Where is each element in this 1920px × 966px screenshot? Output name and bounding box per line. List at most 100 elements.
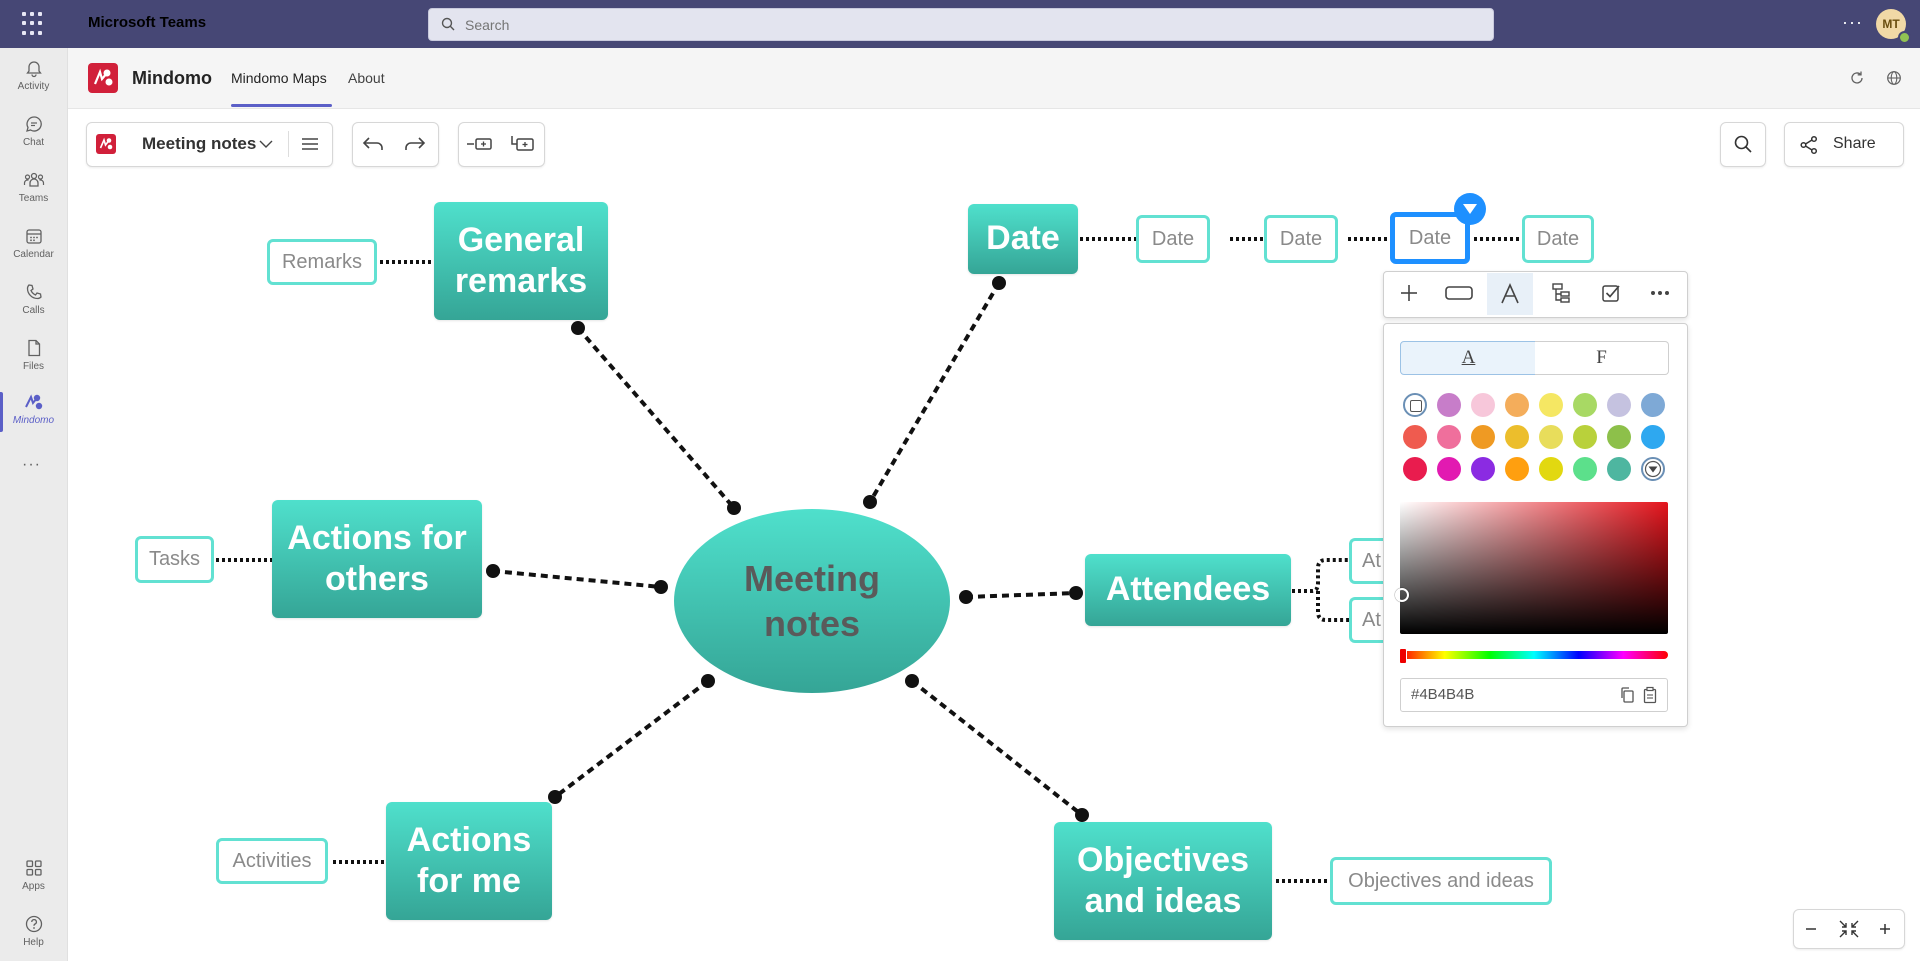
color-swatch[interactable] bbox=[1505, 457, 1529, 481]
bell-icon bbox=[25, 61, 42, 78]
rail-label: Help bbox=[23, 937, 44, 948]
topic-label: General remarks bbox=[454, 220, 588, 300]
color-swatch[interactable] bbox=[1505, 393, 1529, 417]
subtopic-label: Remarks bbox=[281, 250, 362, 273]
color-swatch[interactable] bbox=[1641, 425, 1665, 449]
color-swatch[interactable] bbox=[1573, 393, 1597, 417]
collapse-toggle-icon[interactable] bbox=[1454, 193, 1486, 225]
color-swatch[interactable] bbox=[1607, 393, 1631, 417]
globe-icon[interactable] bbox=[1886, 70, 1902, 86]
subtopic-date-2[interactable]: Date bbox=[1264, 215, 1338, 263]
topic-general-remarks[interactable]: General remarks bbox=[434, 202, 608, 320]
rail-item-mindomo[interactable]: Mindomo bbox=[0, 392, 67, 444]
menu-icon[interactable] bbox=[301, 136, 319, 152]
subtopic-label: Activities bbox=[232, 849, 312, 872]
share-button[interactable]: Share bbox=[1784, 122, 1904, 167]
color-swatch[interactable] bbox=[1437, 425, 1461, 449]
share-label: Share bbox=[1833, 135, 1876, 152]
subtopic-date-3-selected[interactable]: Date bbox=[1390, 212, 1470, 264]
rail-item-calls[interactable]: Calls bbox=[0, 282, 67, 334]
zoom-controls bbox=[1793, 909, 1905, 949]
color-swatch[interactable] bbox=[1471, 425, 1495, 449]
task-checkbox-icon[interactable] bbox=[1600, 282, 1622, 304]
rail-item-files[interactable]: Files bbox=[0, 338, 67, 390]
more-apps-icon[interactable]: ··· bbox=[22, 456, 41, 473]
tab-about[interactable]: About bbox=[348, 70, 385, 86]
rail-item-teams[interactable]: Teams bbox=[0, 170, 67, 222]
search-map-button[interactable] bbox=[1720, 122, 1766, 167]
color-swatch[interactable] bbox=[1437, 393, 1461, 417]
text-color-tab[interactable]: A bbox=[1400, 341, 1537, 375]
color-swatch[interactable] bbox=[1607, 457, 1631, 481]
subtopic-tasks[interactable]: Tasks bbox=[135, 536, 214, 583]
search-input[interactable] bbox=[463, 14, 1467, 36]
subtopic-date-1[interactable]: Date bbox=[1136, 215, 1210, 263]
undo-icon[interactable] bbox=[362, 134, 386, 154]
color-swatch[interactable] bbox=[1607, 425, 1631, 449]
redo-icon[interactable] bbox=[402, 134, 426, 154]
add-icon[interactable] bbox=[1398, 282, 1420, 304]
text-format-tab-active[interactable] bbox=[1487, 273, 1533, 315]
color-swatch[interactable] bbox=[1471, 457, 1495, 481]
rail-item-activity[interactable]: Activity bbox=[0, 58, 67, 110]
hue-slider[interactable] bbox=[1400, 651, 1668, 659]
refresh-icon[interactable] bbox=[1849, 70, 1865, 86]
rail-item-apps[interactable]: Apps bbox=[0, 858, 67, 910]
subtopic-objectives-and-ideas[interactable]: Objectives and ideas bbox=[1330, 857, 1552, 905]
paste-icon[interactable] bbox=[1642, 686, 1658, 704]
app-launcher-icon[interactable] bbox=[22, 12, 46, 36]
saturation-picker[interactable] bbox=[1400, 502, 1668, 634]
central-topic[interactable]: Meeting notes bbox=[674, 509, 950, 693]
subtopic-activities[interactable]: Activities bbox=[216, 838, 328, 884]
fit-to-screen-icon[interactable] bbox=[1838, 919, 1860, 939]
map-title[interactable]: Meeting notes bbox=[142, 134, 257, 153]
subtopic-remarks[interactable]: Remarks bbox=[267, 239, 377, 285]
chevron-down-icon[interactable] bbox=[259, 139, 273, 149]
rail-item-help[interactable]: Help bbox=[0, 914, 67, 966]
topic-attendees[interactable]: Attendees bbox=[1085, 554, 1291, 626]
color-swatch[interactable] bbox=[1573, 457, 1597, 481]
color-swatch[interactable] bbox=[1505, 425, 1529, 449]
hex-field[interactable]: #4B4B4B bbox=[1400, 678, 1668, 712]
calendar-icon bbox=[25, 229, 42, 244]
topic-actions-for-me[interactable]: Actions for me bbox=[386, 802, 552, 920]
search-box[interactable] bbox=[428, 8, 1494, 41]
no-color-swatch[interactable] bbox=[1403, 393, 1427, 417]
fill-color-tab[interactable]: F bbox=[1535, 341, 1669, 375]
subtopic-date-4[interactable]: Date bbox=[1522, 215, 1594, 263]
mindomo-logo-icon bbox=[88, 63, 118, 93]
custom-color-swatch[interactable] bbox=[1641, 457, 1665, 481]
topic-actions-for-others[interactable]: Actions for others bbox=[272, 500, 482, 618]
color-swatch[interactable] bbox=[1539, 425, 1563, 449]
color-swatch[interactable] bbox=[1539, 457, 1563, 481]
more-options-icon[interactable]: ··· bbox=[1842, 12, 1863, 32]
active-tab-underline bbox=[231, 104, 332, 107]
add-subtopic-icon[interactable] bbox=[508, 134, 536, 154]
copy-icon[interactable] bbox=[1619, 686, 1635, 704]
color-swatch[interactable] bbox=[1539, 393, 1563, 417]
mindomo-icon bbox=[24, 394, 42, 410]
shape-icon[interactable] bbox=[1444, 284, 1474, 302]
color-swatch[interactable] bbox=[1403, 457, 1427, 481]
zoom-out-icon[interactable] bbox=[1804, 922, 1818, 936]
tab-mindomo-maps[interactable]: Mindomo Maps bbox=[231, 70, 327, 86]
subtopic-attendee-2[interactable]: At bbox=[1349, 597, 1383, 643]
subtopic-attendee-1[interactable]: At bbox=[1349, 538, 1383, 584]
rail-label: Activity bbox=[17, 81, 50, 92]
add-sibling-topic-icon[interactable] bbox=[466, 134, 494, 154]
rail-item-calendar[interactable]: Calendar bbox=[0, 226, 67, 278]
color-swatch[interactable] bbox=[1573, 425, 1597, 449]
rail-item-chat[interactable]: Chat bbox=[0, 114, 67, 166]
saturation-handle[interactable] bbox=[1395, 588, 1409, 602]
hue-handle[interactable] bbox=[1399, 648, 1407, 664]
topic-date[interactable]: Date bbox=[968, 204, 1078, 274]
color-swatch[interactable] bbox=[1471, 393, 1495, 417]
topic-objectives-and-ideas[interactable]: Objectives and ideas bbox=[1054, 822, 1272, 940]
color-swatch[interactable] bbox=[1403, 425, 1427, 449]
more-tools-icon[interactable] bbox=[1648, 282, 1672, 304]
structure-icon[interactable] bbox=[1550, 282, 1572, 304]
zoom-in-icon[interactable] bbox=[1878, 922, 1892, 936]
color-swatch[interactable] bbox=[1437, 457, 1461, 481]
color-swatch[interactable] bbox=[1641, 393, 1665, 417]
